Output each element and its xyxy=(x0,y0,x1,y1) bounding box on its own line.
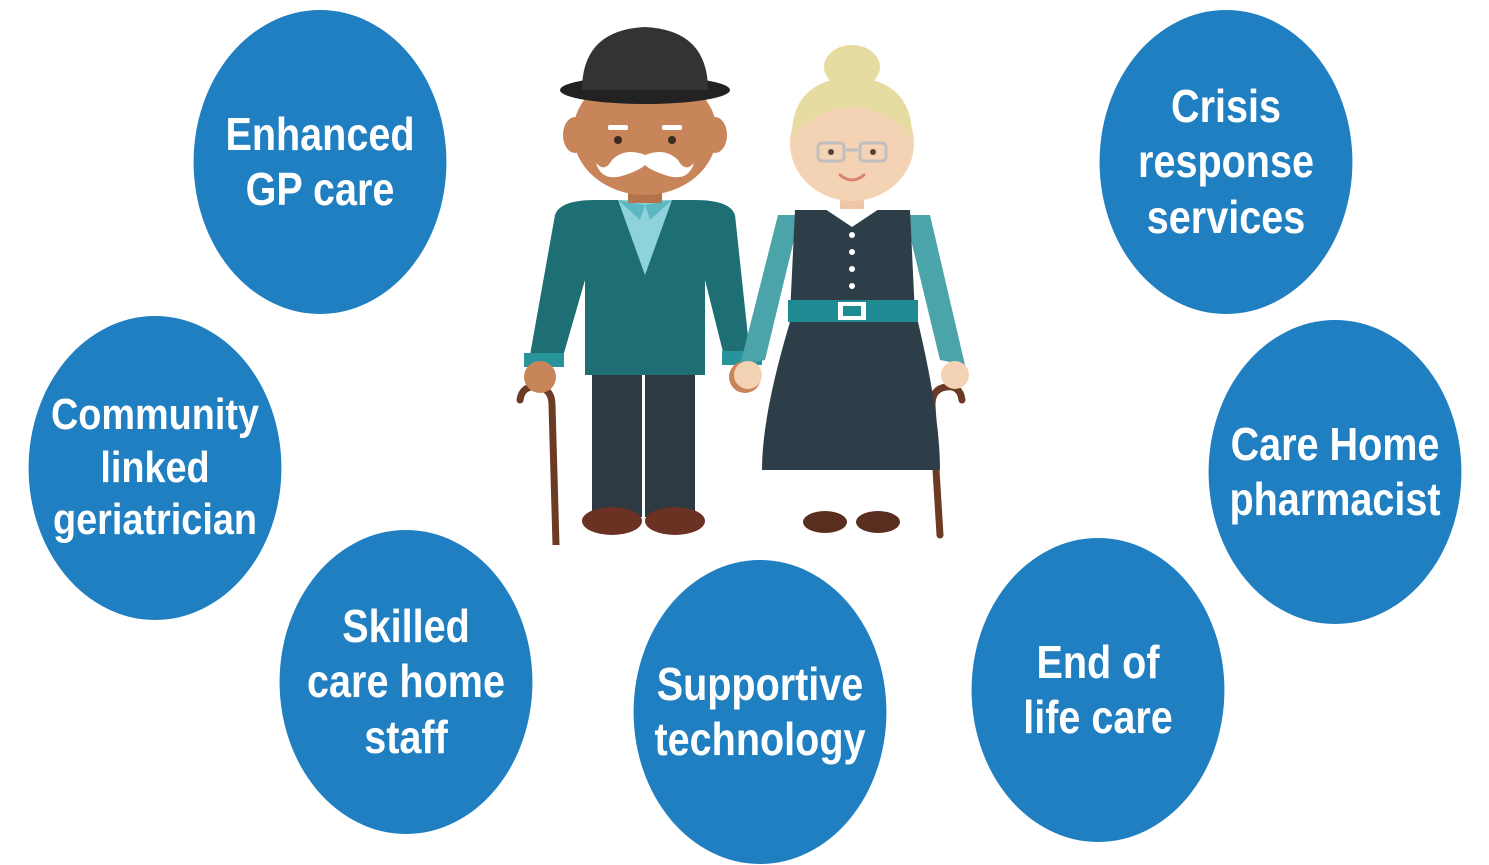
skilled-staff-label: Skilled care home staff xyxy=(307,600,505,763)
crisis-response-label: Crisis response services xyxy=(1138,80,1314,243)
community-geriatrician-circle: Community linked geriatrician xyxy=(28,316,282,620)
care-home-pharmacist-circle: Care Home pharmacist xyxy=(1208,320,1462,624)
community-geriatrician-label: Community linked geriatrician xyxy=(50,389,260,545)
enhanced-gp-care-circle: Enhanced GP care xyxy=(193,10,447,314)
enhanced-gp-care-label: Enhanced GP care xyxy=(225,107,415,215)
crisis-response-circle: Crisis response services xyxy=(1099,10,1353,314)
end-of-life-care-label: End of life care xyxy=(1023,635,1173,743)
supportive-technology-circle: Supportive technology xyxy=(633,560,887,864)
supportive-technology-label: Supportive technology xyxy=(654,657,866,765)
skilled-staff-circle: Skilled care home staff xyxy=(279,530,533,834)
elderly-couple-icon xyxy=(516,27,969,545)
end-of-life-care-circle: End of life care xyxy=(971,538,1225,842)
care-home-pharmacist-label: Care Home pharmacist xyxy=(1229,417,1441,525)
